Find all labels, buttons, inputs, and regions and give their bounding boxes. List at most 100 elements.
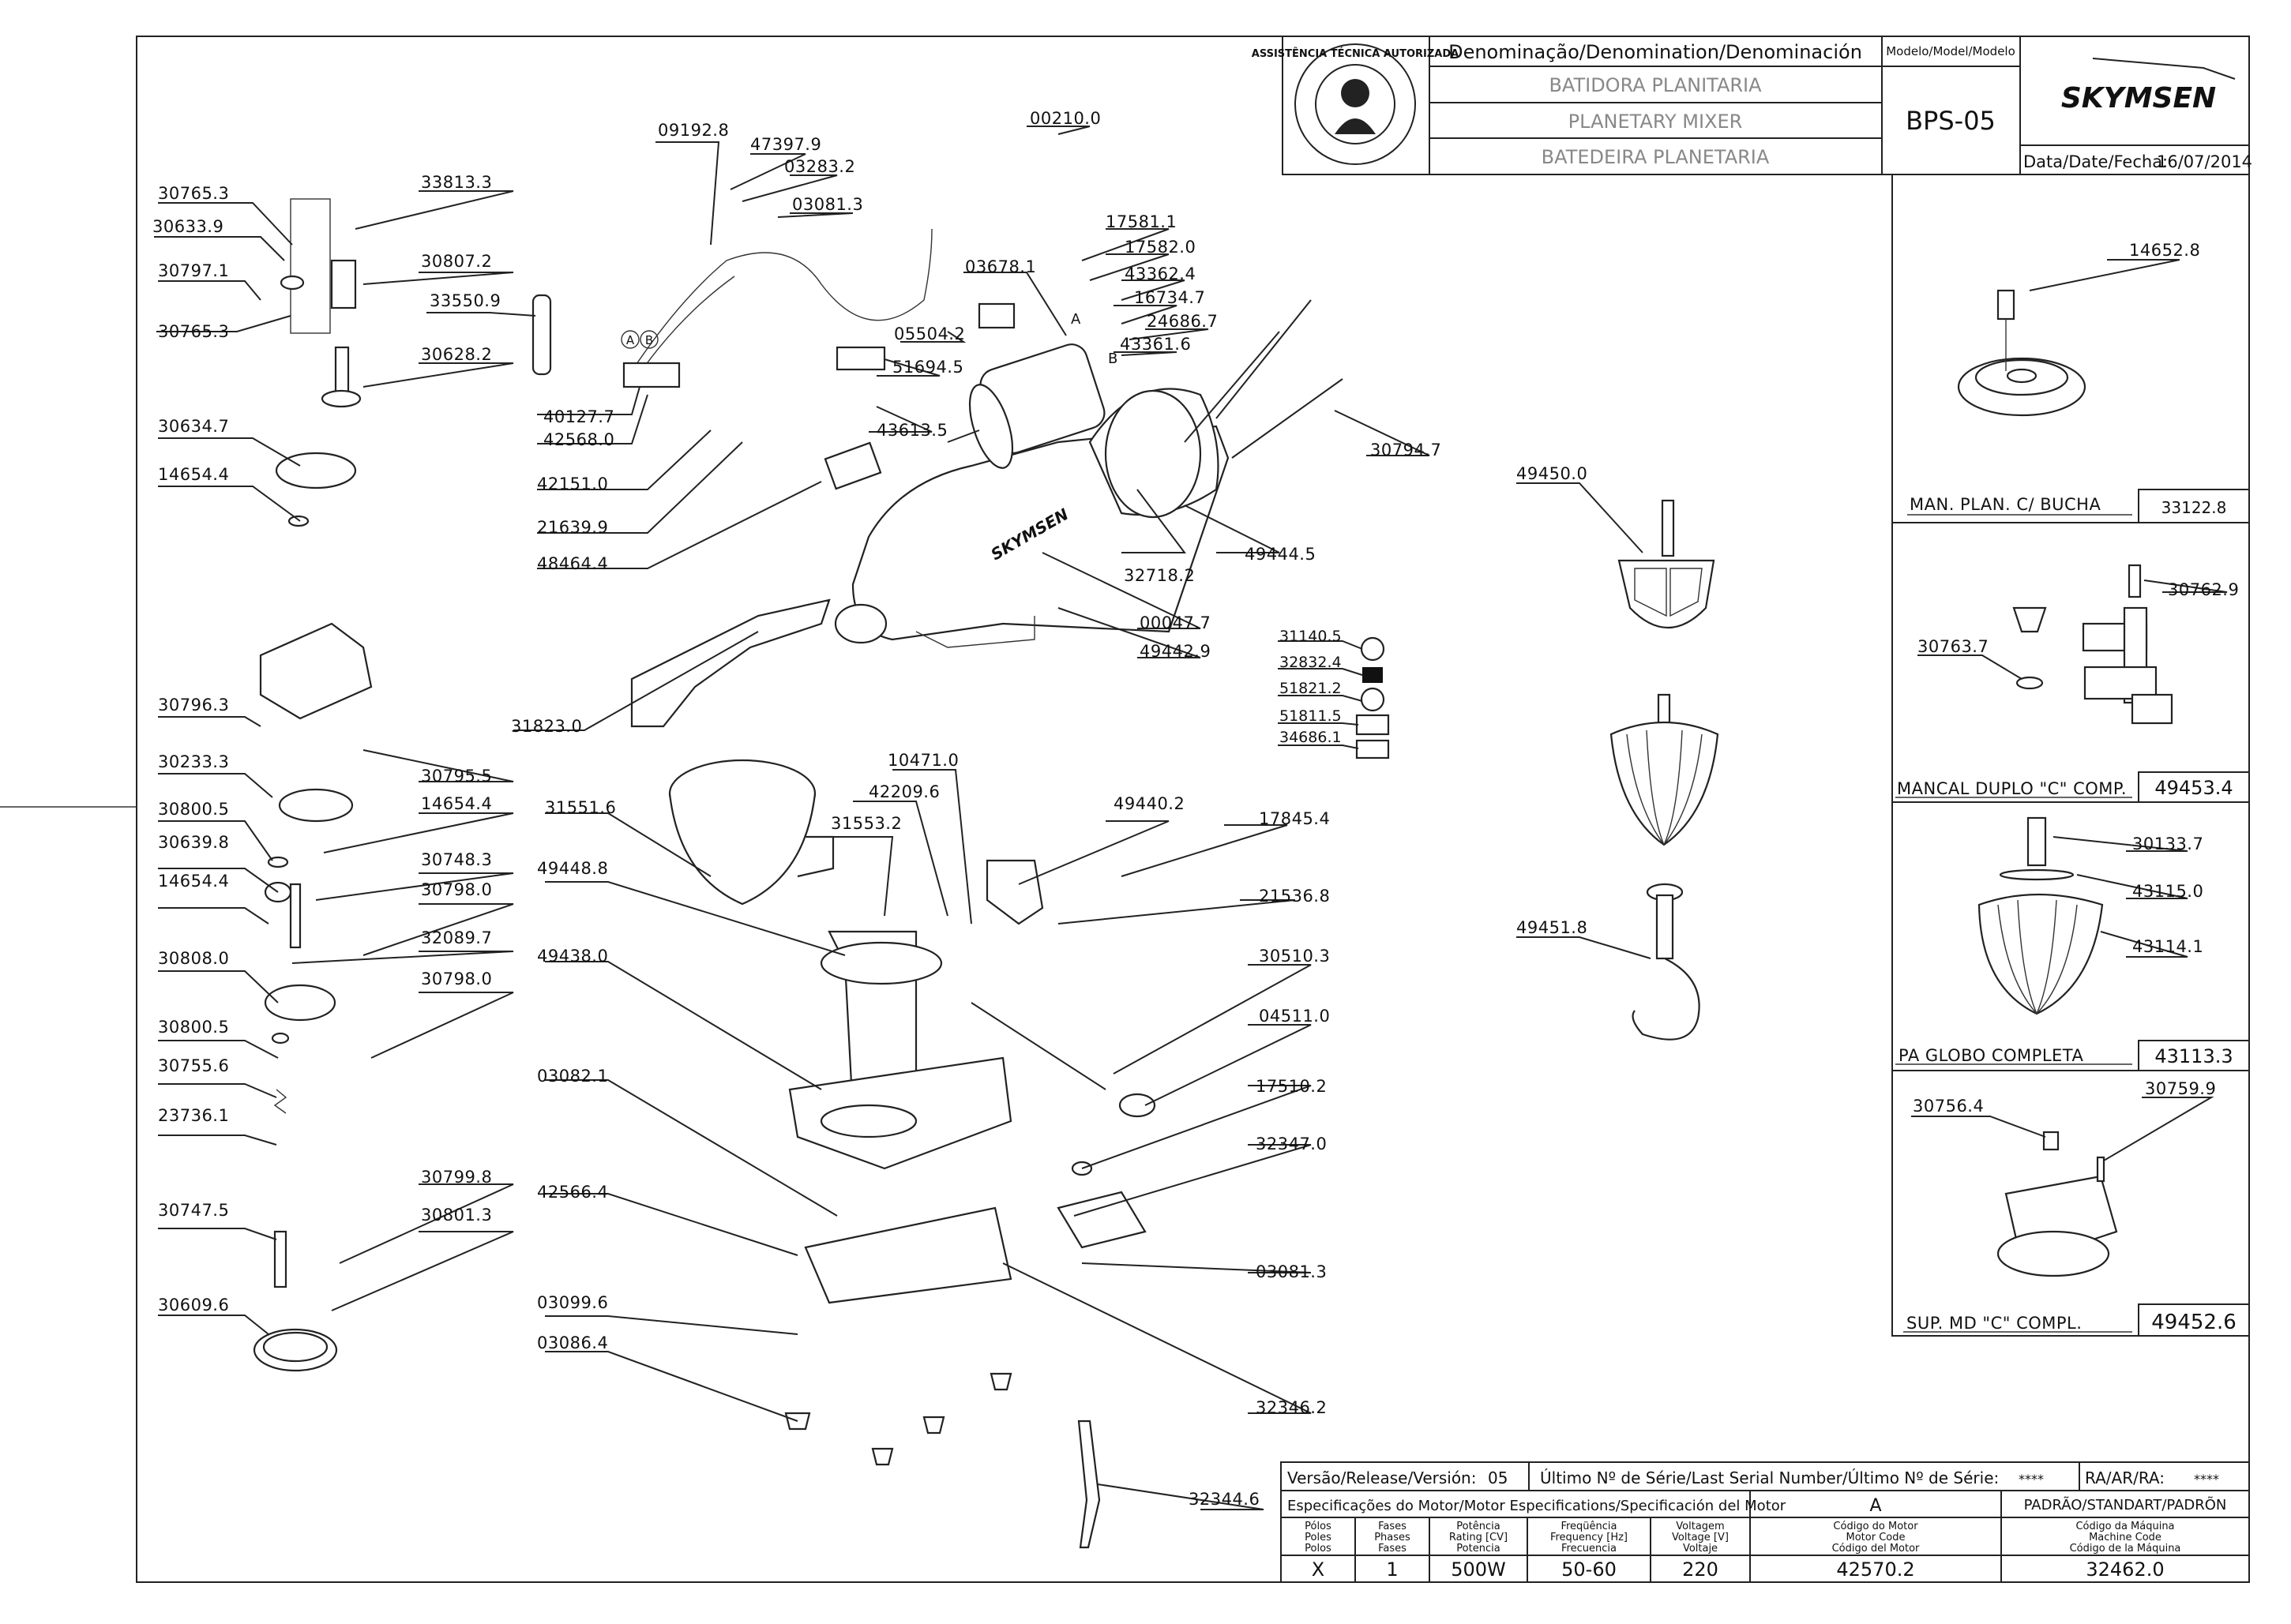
panel-code-3: 43113.3 — [2154, 1045, 2233, 1067]
callout-03086-4: 03086.4 — [537, 1333, 608, 1352]
callout-04511-0: 04511.0 — [1259, 1007, 1330, 1026]
callout-43115-0: 43115.0 — [2132, 882, 2203, 901]
panel-label-3: PA GLOBO COMPLETA — [1899, 1046, 2083, 1065]
callout-32718-2: 32718.2 — [1124, 566, 1195, 585]
callout-42209-6: 42209.6 — [869, 782, 940, 801]
callout-00047-7: 00047.7 — [1140, 613, 1211, 632]
callout-30794-7: 30794.7 — [1370, 441, 1441, 459]
callout-42566-4: 42566.4 — [537, 1183, 608, 1202]
callout-34686-1: 34686.1 — [1279, 729, 1342, 746]
callout-51811-5: 51811.5 — [1279, 707, 1342, 725]
callout-43114-1: 43114.1 — [2132, 937, 2203, 956]
hdr-freq-1: Freqüência — [1561, 1521, 1617, 1532]
marker-b-left: B — [645, 333, 653, 347]
callout-30628-2: 30628.2 — [421, 345, 492, 364]
callout-31551-6: 31551.6 — [545, 798, 616, 817]
callout-33813-3: 33813.3 — [421, 173, 492, 192]
callout-30233-3: 30233.3 — [158, 752, 229, 771]
callout-14652-8: 14652.8 — [2129, 241, 2200, 260]
callout-03099-6: 03099.6 — [537, 1293, 608, 1312]
callout-51694-5: 51694.5 — [892, 358, 963, 377]
hdr-poles-2: Poles — [1305, 1532, 1331, 1543]
callout-40127-7: 40127.7 — [543, 407, 614, 426]
wire-whip — [1609, 693, 1719, 846]
splash-guard — [630, 598, 831, 728]
denomination-header: Denominação/Denomination/Denominación — [1448, 41, 1862, 63]
callout-43361-6: 43361.6 — [1120, 335, 1191, 354]
hdr-voltage-1: Voltagem — [1676, 1521, 1724, 1532]
callout-14654-4b: 14654.4 — [421, 794, 492, 813]
date-value: 16/07/2014 — [2157, 152, 2252, 171]
ra-label: RA/AR/RA: — [2085, 1468, 2165, 1487]
callout-49451-8: 49451.8 — [1516, 918, 1587, 937]
callout-30798-0a: 30798.0 — [421, 880, 492, 899]
machine-code-value: 32462.0 — [2086, 1558, 2164, 1581]
callout-05504-2: 05504.2 — [894, 324, 965, 343]
motor-spec-table: Versão/Release/Versión: 05 Último Nº de … — [1280, 1461, 2250, 1583]
callout-00210-0: 00210.0 — [1030, 109, 1101, 128]
callout-32344-6: 32344.6 — [1189, 1490, 1260, 1509]
callout-30799-8: 30799.8 — [421, 1168, 492, 1187]
motor-spec-label: Especificações do Motor/Motor Especifica… — [1287, 1498, 1786, 1514]
column-headers: Pólos Poles Polos Fases Phases Fases Pot… — [1305, 1521, 2180, 1555]
callout-51821-2: 51821.2 — [1279, 680, 1342, 697]
callout-17581-1: 17581.1 — [1106, 212, 1177, 231]
callout-30800-5b: 30800.5 — [158, 1018, 229, 1037]
callout-17845-4: 17845.4 — [1259, 809, 1330, 828]
callout-49438-0: 49438.0 — [537, 947, 608, 966]
power-value: 500W — [1451, 1558, 1506, 1581]
callout-23736-1: 23736.1 — [158, 1106, 229, 1125]
flat-beater — [1617, 499, 1715, 629]
callout-14654-4a: 14654.4 — [158, 465, 229, 484]
dough-hook — [1632, 883, 1700, 1041]
brand-logo: SKYMSEN — [2061, 58, 2236, 114]
authorized-service-seal: ASSISTÊNCIA TÉCNICA AUTORIZADA — [1252, 43, 1459, 165]
callout-03283-2: 03283.2 — [784, 157, 855, 176]
callout-30747-5: 30747.5 — [158, 1201, 229, 1220]
hdr-phases-2: Phases — [1374, 1532, 1410, 1543]
version-value: 05 — [1488, 1468, 1508, 1487]
hdr-poles-3: Polos — [1305, 1543, 1331, 1555]
callout-30634-7: 30634.7 — [158, 417, 229, 436]
callout-31553-2: 31553.2 — [831, 814, 902, 833]
callout-30763-7: 30763.7 — [1917, 637, 1989, 656]
callout-30798-0b: 30798.0 — [421, 970, 492, 988]
bowl-lift-parts — [971, 859, 1156, 1249]
hdr-motor-code-2: Motor Code — [1846, 1532, 1906, 1543]
hdr-voltage-3: Voltaje — [1683, 1543, 1718, 1555]
callout-30801-3: 30801.3 — [421, 1206, 492, 1225]
double-bearing-part — [2012, 564, 2173, 725]
feet-and-lever — [784, 1372, 1101, 1549]
title-block: ASSISTÊNCIA TÉCNICA AUTORIZADA Denominaç… — [1252, 36, 2252, 175]
callout-30748-3: 30748.3 — [421, 850, 492, 869]
callout-24686-7: 24686.7 — [1147, 312, 1218, 331]
callout-03081-3b: 03081.3 — [1256, 1262, 1327, 1281]
hdr-machine-code-2: Machine Code — [2089, 1532, 2161, 1543]
mixer-head-assembly: SKYMSEN — [834, 388, 1230, 648]
callout-30510-3: 30510.3 — [1259, 947, 1330, 966]
callout-30807-2: 30807.2 — [421, 252, 492, 271]
date-label: Data/Date/Fecha: — [2023, 152, 2168, 171]
callout-09192-8: 09192.8 — [658, 121, 729, 140]
callout-30756-4: 30756.4 — [1913, 1097, 1984, 1116]
marker-b-motor: B — [1108, 351, 1117, 367]
panel-code-1: 33122.8 — [2161, 498, 2227, 517]
marker-a-left: A — [626, 333, 635, 347]
callout-49440-2: 49440.2 — [1114, 794, 1185, 813]
bearing-hub-part — [1957, 289, 2086, 417]
callout-30762-9: 30762.9 — [2168, 580, 2239, 599]
hdr-freq-3: Frecuencia — [1561, 1543, 1617, 1555]
icon-labels — [1355, 636, 1390, 759]
callout-31140-5: 31140.5 — [1279, 628, 1342, 645]
callout-32832-4: 32832.4 — [1279, 654, 1342, 671]
poles-value: X — [1312, 1558, 1324, 1581]
name-pt: BATIDORA PLANITARIA — [1549, 74, 1762, 96]
callout-49444-5: 49444.5 — [1245, 545, 1316, 564]
brand-name: SKYMSEN — [2061, 82, 2216, 114]
callout-30765-3a: 30765.3 — [158, 184, 229, 203]
hdr-poles-1: Pólos — [1305, 1521, 1331, 1532]
callout-14654-4c: 14654.4 — [158, 872, 229, 891]
callout-32347-0: 32347.0 — [1256, 1135, 1327, 1153]
